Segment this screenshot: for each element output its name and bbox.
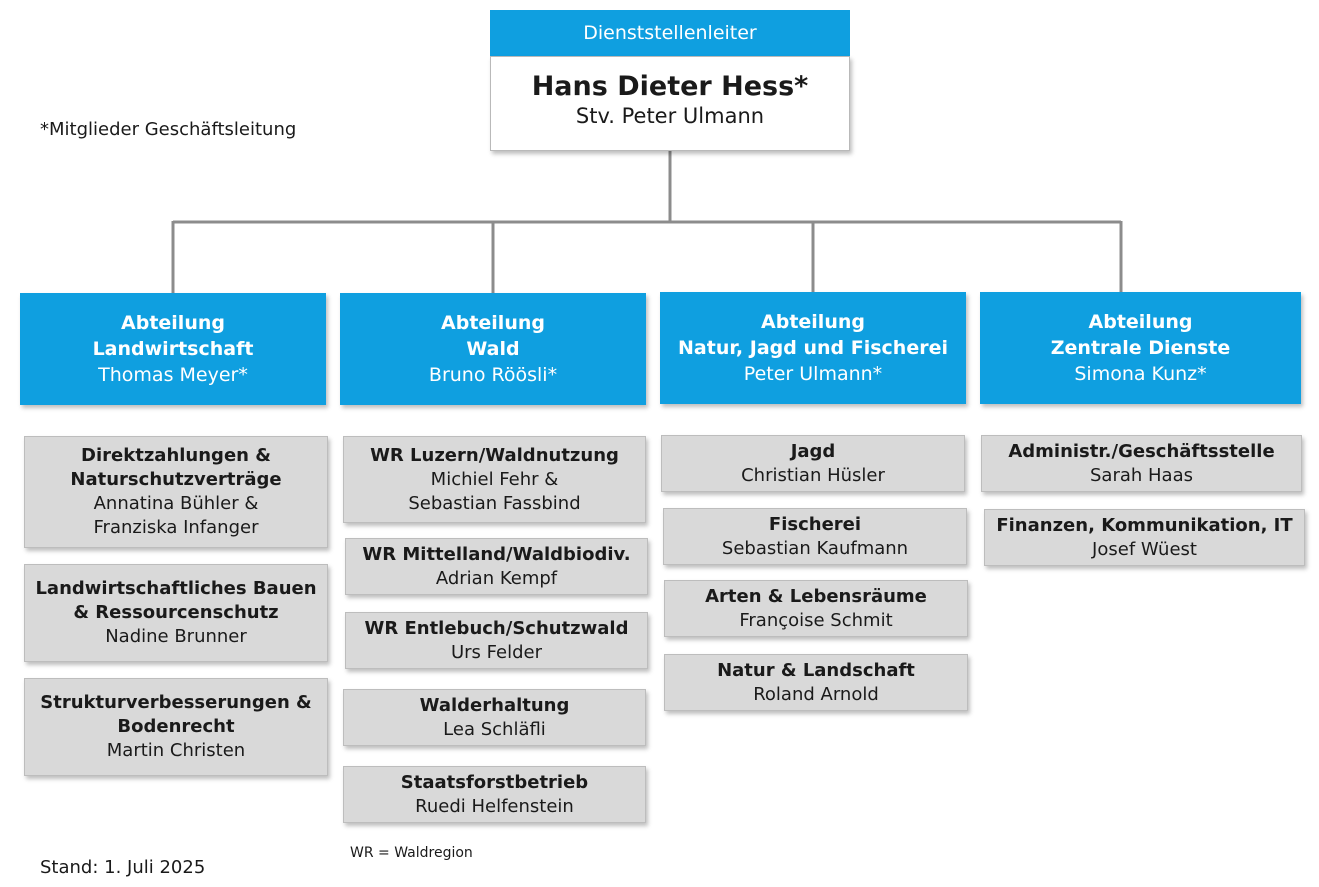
dept-zentrale-dienste: Abteilung Zentrale Dienste Simona Kunz*: [980, 292, 1301, 404]
unit-person: Françoise Schmit: [739, 609, 893, 631]
board-member-note: *Mitglieder Geschäftsleitung: [40, 119, 297, 140]
dept-title: Natur, Jagd und Fischerei: [678, 337, 948, 359]
status-date: Stand: 1. Juli 2025: [40, 857, 206, 878]
unit-title: WR Luzern/Waldnutzung: [370, 444, 619, 466]
unit-title: Naturschutzverträge: [70, 469, 282, 490]
unit-title: WR Entlebuch/Schutzwald: [364, 617, 629, 639]
unit-title: Direktzahlungen &: [81, 445, 271, 466]
unit-title: Strukturverbesserungen &: [40, 692, 312, 713]
unit-wr-entlebuch: WR Entlebuch/Schutzwald Urs Felder: [345, 612, 648, 669]
unit-staatsforstbetrieb: Staatsforstbetrieb Ruedi Helfenstein: [343, 766, 646, 823]
unit-person: Roland Arnold: [753, 683, 879, 705]
unit-person: Martin Christen: [106, 740, 246, 761]
unit-person: Ruedi Helfenstein: [415, 795, 574, 817]
unit-walderhaltung: Walderhaltung Lea Schläfli: [343, 689, 646, 746]
unit-title: Bodenrecht: [117, 716, 235, 737]
dept-head: Bruno Röösli*: [428, 364, 558, 386]
dept-title: Landwirtschaft: [92, 338, 254, 360]
dept-head: Thomas Meyer*: [98, 364, 248, 386]
dept-label: Abteilung: [441, 312, 545, 334]
unit-person: Urs Felder: [450, 641, 543, 663]
dept-label: Abteilung: [1088, 311, 1193, 333]
unit-wr-mittelland: WR Mittelland/Waldbiodiv. Adrian Kempf: [345, 538, 648, 595]
unit-strukturverbesserungen: Strukturverbesserungen & Bodenrecht Mart…: [24, 678, 328, 776]
unit-person: Lea Schläfli: [443, 718, 546, 740]
unit-person: Sebastian Kaufmann: [721, 537, 909, 559]
unit-person: Christian Hüsler: [741, 464, 885, 486]
unit-direktzahlungen: Direktzahlungen & Naturschutzverträge An…: [24, 436, 328, 548]
unit-title: Finanzen, Kommunikation, IT: [996, 514, 1293, 536]
dept-landwirtschaft: Abteilung Landwirtschaft Thomas Meyer*: [20, 293, 326, 405]
unit-finanzen-kommunikation-it: Finanzen, Kommunikation, IT Josef Wüest: [984, 509, 1305, 566]
dept-wald: Abteilung Wald Bruno Röösli*: [340, 293, 646, 405]
unit-title: Staatsforstbetrieb: [400, 771, 589, 793]
unit-title: & Ressourcenschutz: [73, 602, 279, 623]
unit-landwirtschaftliches-bauen: Landwirtschaftliches Bauen & Ressourcens…: [24, 564, 328, 662]
head-box: Hans Dieter Hess* Stv. Peter Ulmann: [490, 56, 850, 151]
dept-label: Abteilung: [761, 311, 865, 333]
dept-head: Peter Ulmann*: [743, 363, 883, 385]
unit-fischerei: Fischerei Sebastian Kaufmann: [663, 508, 967, 565]
unit-title: Landwirtschaftliches Bauen: [35, 578, 317, 599]
unit-person: Annatina Bühler &: [93, 493, 259, 514]
unit-title: Walderhaltung: [419, 694, 570, 716]
dept-title: Wald: [466, 338, 520, 360]
unit-person: Sebastian Fassbind: [408, 492, 581, 514]
dept-head: Simona Kunz*: [1074, 363, 1207, 385]
unit-arten-lebensraeume: Arten & Lebensräume Françoise Schmit: [664, 580, 968, 637]
unit-person: Nadine Brunner: [105, 626, 247, 647]
unit-administration: Administr./Geschäftsstelle Sarah Haas: [981, 435, 1302, 492]
unit-wr-luzern: WR Luzern/Waldnutzung Michiel Fehr & Seb…: [343, 436, 646, 523]
unit-person: Michiel Fehr &: [430, 468, 559, 490]
unit-person: Franziska Infanger: [93, 517, 259, 538]
dept-title: Zentrale Dienste: [1050, 337, 1231, 359]
unit-jagd: Jagd Christian Hüsler: [661, 435, 965, 492]
unit-title: Administr./Geschäftsstelle: [1008, 440, 1275, 462]
unit-title: Arten & Lebensräume: [705, 585, 927, 607]
unit-title: Fischerei: [768, 513, 862, 535]
wr-abbreviation-note: WR = Waldregion: [350, 845, 473, 861]
unit-person: Adrian Kempf: [435, 567, 558, 589]
unit-title: Jagd: [790, 440, 836, 462]
unit-title: WR Mittelland/Waldbiodiv.: [362, 543, 631, 565]
dept-natur-jagd-fischerei: Abteilung Natur, Jagd und Fischerei Pete…: [660, 292, 966, 404]
unit-person: Josef Wüest: [1092, 538, 1197, 560]
head-title-bar: Dienststellenleiter: [490, 10, 850, 56]
head-name: Hans Dieter Hess*: [531, 71, 809, 102]
head-deputy: Stv. Peter Ulmann: [575, 104, 765, 128]
unit-person: Sarah Haas: [1090, 464, 1193, 486]
unit-natur-landschaft: Natur & Landschaft Roland Arnold: [664, 654, 968, 711]
dept-label: Abteilung: [121, 312, 225, 334]
unit-title: Natur & Landschaft: [717, 659, 915, 681]
